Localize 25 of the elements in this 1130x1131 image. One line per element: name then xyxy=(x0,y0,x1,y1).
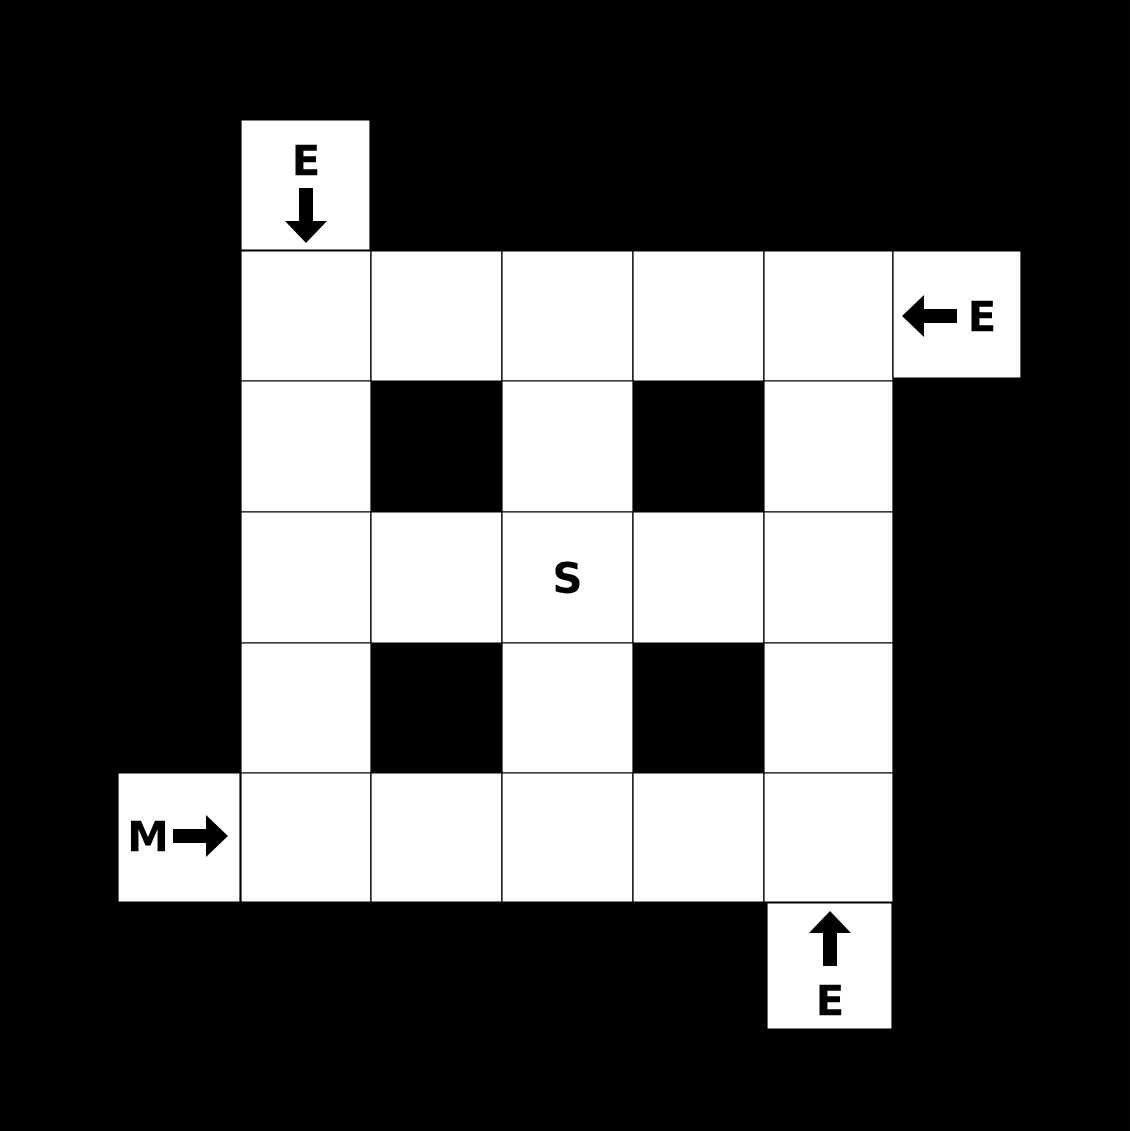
cell-label: M xyxy=(130,820,166,852)
maze-cell xyxy=(501,772,634,903)
maze-cell xyxy=(763,380,894,513)
maze-cell xyxy=(763,772,894,903)
maze-cell xyxy=(240,772,372,903)
maze-cell xyxy=(370,511,503,644)
maze-cell xyxy=(370,772,503,903)
maze-cell xyxy=(370,250,503,382)
maze-cell xyxy=(240,642,372,774)
maze-cell xyxy=(632,250,765,382)
maze-cell xyxy=(501,642,634,774)
maze-cell xyxy=(763,642,894,774)
cell-label: E xyxy=(295,144,318,176)
cell-label: S xyxy=(555,561,580,594)
cell-label: E xyxy=(819,984,842,1016)
maze-cell xyxy=(501,250,634,382)
maze-cell xyxy=(632,511,765,644)
maze-cell xyxy=(632,772,765,903)
maze-cell xyxy=(240,380,372,513)
cell-label: E xyxy=(971,300,994,332)
maze-cell xyxy=(763,511,894,644)
maze-cell xyxy=(240,511,372,644)
maze-cell xyxy=(240,250,372,382)
maze-cell xyxy=(763,250,894,382)
maze-cell xyxy=(501,380,634,513)
